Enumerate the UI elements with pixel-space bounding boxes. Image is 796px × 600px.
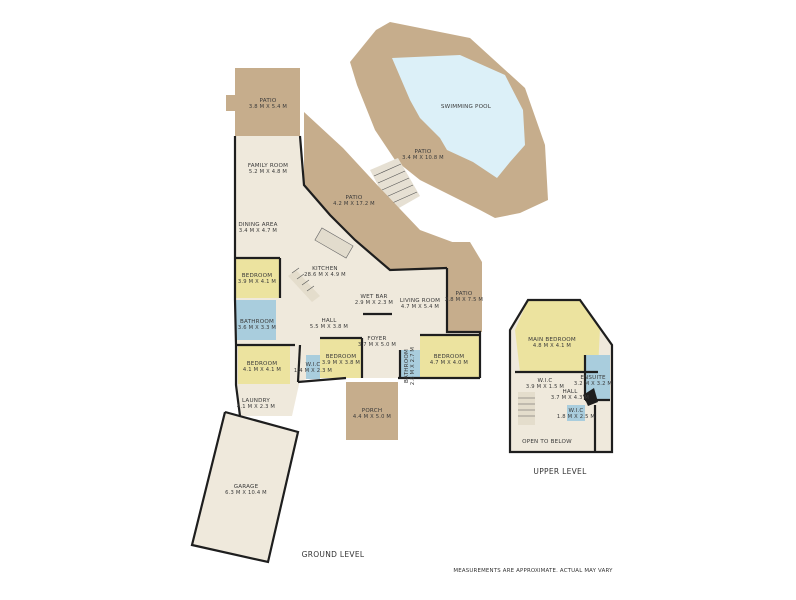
living-room-dim: 4.7 M X 5.4 M [401, 304, 439, 310]
wic-dim: 1.4 M X 2.3 M [294, 368, 332, 374]
bathroom-left-area [236, 300, 276, 340]
bedroom-left-name: BEDROOM [242, 273, 273, 279]
bedroom-lower-area [238, 346, 290, 384]
outdoor-areas [226, 22, 548, 440]
garage-area [192, 412, 298, 562]
ground-level-interior [190, 135, 482, 564]
bathroom-vertical-dim: 2.8 M X 2.7 M [410, 347, 416, 385]
wic-small-area [567, 405, 585, 421]
room-labels: PATIO 3.8 M X 5.4 M SWIMMING POOL PATIO … [225, 98, 612, 496]
patio-pool-dim: 3.4 M X 10.8 M [402, 155, 444, 161]
ensuite-area [585, 355, 610, 400]
patio-diagonal-dim: 4.2 M X 17.2 M [333, 201, 375, 207]
foyer-name: FOYER [367, 336, 386, 342]
upper-level [508, 298, 614, 454]
wic-upper-name: W.I.C [537, 378, 552, 384]
patio-pool-name: PATIO [415, 149, 432, 155]
patio-top-area [235, 68, 300, 136]
hall-upper-name: HALL [562, 389, 578, 395]
measurements-note: MEASUREMENTS ARE APPROXIMATE. ACTUAL MAY… [453, 568, 613, 574]
dining-dim: 3.4 M X 4.7 M [239, 228, 277, 234]
patio-top-dim: 3.8 M X 5.4 M [249, 104, 287, 110]
bedroom-lower-dim: 4.1 M X 4.1 M [243, 367, 281, 373]
wet-bar-name: WET BAR [360, 294, 387, 300]
kitchen-island [314, 227, 354, 259]
hall-upper-dim: 3.7 M X 4.3 M [551, 395, 589, 401]
patio-steps [370, 158, 420, 212]
ensuite-name: ENSUITE [580, 375, 606, 381]
hall-dim: 5.5 M X 3.8 M [310, 324, 348, 330]
patio-top-name: PATIO [260, 98, 277, 104]
main-interior [234, 136, 480, 382]
porch-dim: 4.4 M X 5.0 M [353, 414, 391, 420]
patio-diagonal-name: PATIO [346, 195, 363, 201]
dining-name: DINING AREA [238, 222, 277, 228]
bedroom-mid-dim: 3.9 M X 3.8 M [322, 360, 360, 366]
bedroom-right-dim: 4.7 M X 4.0 M [430, 360, 468, 366]
wic-upper-dim: 3.9 M X 1.5 M [526, 384, 564, 390]
patio-right-dim: 2.8 M X 7.5 M [445, 297, 483, 303]
kitchen-name: KITCHEN [312, 266, 338, 272]
laundry-dim: 4.1 M X 2.3 M [237, 404, 275, 410]
patio-right-area [447, 242, 482, 332]
bedroom-right-name: BEDROOM [434, 354, 465, 360]
main-bedroom-name: MAIN BEDROOM [528, 337, 576, 343]
bathroom-left-dim: 3.6 M X 3.3 M [238, 325, 276, 331]
wet-bar-dim: 2.9 M X 2.3 M [355, 300, 393, 306]
garage-name: GARAGE [234, 484, 259, 490]
kitchen-dim: 28.6 M X 4.9 M [304, 272, 346, 278]
swimming-pool [392, 55, 525, 178]
bedroom-lower-name: BEDROOM [247, 361, 278, 367]
garage-dim: 6.3 M X 10.4 M [225, 490, 267, 496]
wic-area [306, 355, 320, 379]
patio-step [226, 95, 236, 111]
bedroom-left-dim: 3.9 M X 4.1 M [238, 279, 276, 285]
patio-diagonal-area [304, 112, 455, 270]
hall-name: HALL [321, 318, 337, 324]
living-room-name: LIVING ROOM [400, 298, 440, 304]
hall-stairs [288, 267, 320, 302]
main-bedroom-area [515, 300, 600, 372]
bedroom-left-area [235, 258, 280, 298]
wic-name: W.I.C [305, 362, 320, 368]
foyer-dim: 3.7 M X 5.0 M [358, 342, 396, 348]
open-to-below-label: OPEN TO BELOW [522, 439, 572, 445]
bedroom-mid-area [320, 338, 362, 378]
laundry-name: LAUNDRY [242, 398, 270, 404]
upper-level-label: UPPER LEVEL [533, 467, 587, 476]
wic-small-dim: 1.8 M X 2.5 M [557, 414, 595, 420]
upper-stairs [518, 392, 535, 425]
bathroom-vertical-area [400, 350, 420, 378]
porch-name: PORCH [362, 408, 383, 414]
pool-name: SWIMMING POOL [441, 104, 492, 110]
family-room-name: FAMILY ROOM [248, 163, 288, 169]
bathroom-left-name: BATHROOM [240, 319, 274, 325]
porch-area [346, 382, 398, 440]
ground-walls [190, 135, 482, 564]
main-bedroom-dim: 4.8 M X 4.1 M [533, 343, 571, 349]
ground-level-label: GROUND LEVEL [302, 550, 365, 559]
void-black [583, 388, 598, 406]
ensuite-dim: 3.2 M X 3.2 M [574, 381, 612, 387]
bedroom-right-area [420, 335, 480, 378]
wic-small-name: W.I.C [568, 408, 583, 414]
bathroom-vertical-name: BATHROOM [404, 349, 410, 383]
upper-walls [508, 298, 614, 454]
patio-right-name: PATIO [456, 291, 473, 297]
bedroom-mid-name: BEDROOM [326, 354, 357, 360]
family-room-dim: 5.2 M X 4.8 M [249, 169, 287, 175]
